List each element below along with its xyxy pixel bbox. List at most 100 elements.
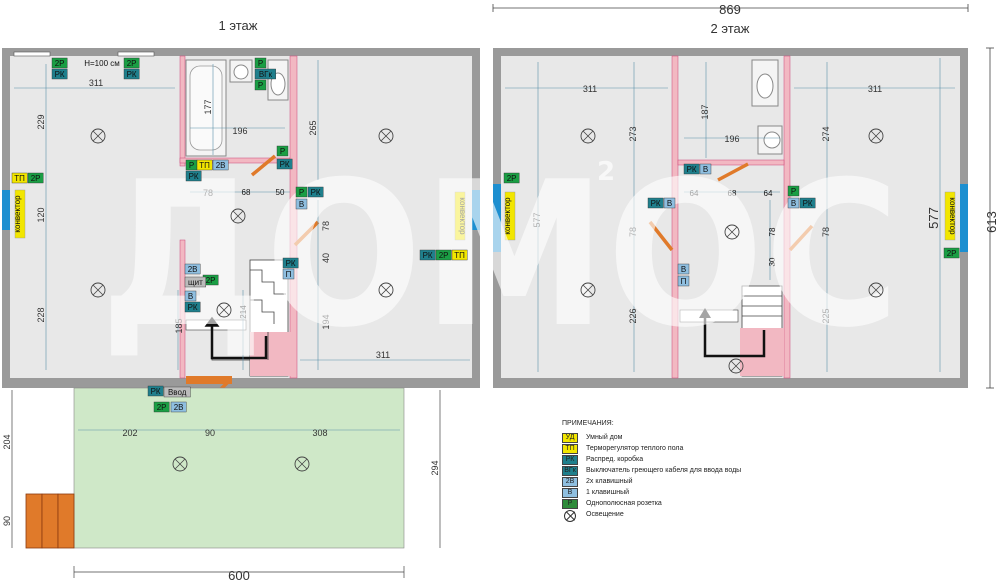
electrical-tag-label: 2Р	[157, 403, 167, 412]
electrical-tag-label: Р	[280, 147, 285, 156]
electrical-tag-label: ВГк	[259, 70, 273, 79]
electrical-tag: РК	[799, 197, 816, 209]
electrical-tag: Р	[254, 57, 267, 69]
electrical-tag: РК	[123, 68, 140, 80]
electrical-tag-label: Р	[299, 188, 304, 197]
dim-f2-68: 68	[728, 189, 737, 198]
dim-f1-311-bot: 311	[376, 350, 390, 360]
electrical-tag-label: РК	[151, 387, 161, 396]
konvektor-label-f1-right: конвектор	[458, 197, 467, 235]
legend-swatch: 2В	[562, 476, 578, 487]
electrical-tag: 2Р	[51, 57, 68, 69]
note-h100: H=100 см	[84, 59, 120, 68]
floor2-plan: конвектор конвектор 311 311 577 273 187 …	[493, 48, 968, 388]
light-fixture-icon	[378, 128, 394, 144]
electrical-tag: РК	[647, 197, 664, 209]
electrical-tag: РК	[276, 158, 293, 170]
dim-f2-78c: 78	[821, 227, 831, 237]
watermark: ДОМОС 2	[100, 139, 900, 372]
light-fixture-icon	[868, 282, 884, 298]
floor1-plan: конвектор конвектор 311 229 120 228 177 …	[2, 48, 480, 412]
dim-total-width: 869	[719, 2, 741, 17]
electrical-tag-label: 2Р	[206, 276, 216, 285]
electrical-tag: Р	[276, 145, 289, 157]
electrical-tag-label: РК	[188, 303, 198, 312]
electrical-tag: Р	[787, 185, 800, 197]
dim-total-height: 613	[984, 211, 999, 233]
electrical-tag-label: П	[286, 270, 292, 279]
electrical-tag: 2Р	[503, 172, 520, 184]
dim-f2-64a: 64	[690, 189, 699, 198]
light-fixture-icon	[90, 282, 106, 298]
electrical-tag: ТП	[11, 172, 28, 184]
dim-f1-40: 40	[321, 253, 331, 263]
legend-item: 2В 2х клавишный	[562, 476, 792, 487]
electrical-tag: 2Р	[153, 401, 170, 413]
electrical-tag: РК	[185, 170, 202, 182]
electrical-tag-label: РК	[803, 199, 813, 208]
electrical-tag-label: РК	[127, 70, 137, 79]
floor2-title: 2 этаж	[711, 21, 750, 36]
dim-f1-214: 214	[239, 305, 248, 319]
electrical-tag-label: 2Р	[947, 249, 957, 258]
legend-swatch: Р	[562, 498, 578, 509]
legend-item-text: Терморегулятор теплого пола	[586, 445, 684, 452]
dim-f1-229: 229	[36, 114, 46, 129]
dim-f2-273: 273	[628, 126, 638, 141]
electrical-tag: В	[663, 197, 676, 209]
electrical-tag: П	[282, 268, 295, 280]
electrical-tag: РК	[683, 163, 700, 175]
electrical-tag: В	[787, 197, 800, 209]
electrical-tag-label: РК	[651, 199, 661, 208]
light-fixture-icon	[172, 456, 188, 472]
electrical-tag: 2В	[184, 263, 201, 275]
electrical-tag-label: Ввод	[168, 388, 187, 397]
dim-f1-196: 196	[232, 126, 247, 136]
legend-item-text: 2х клавишный	[586, 478, 633, 485]
electrical-tag: щит	[184, 276, 206, 288]
legend-item-lamp: Освещение	[562, 509, 792, 522]
dim-terrace-90: 90	[205, 428, 215, 438]
electrical-tag-label: В	[299, 200, 304, 209]
electrical-tag-label: Р	[189, 161, 194, 170]
legend-item-text: Распред. коробка	[586, 456, 644, 463]
dim-terrace-90v: 90	[2, 516, 12, 526]
konvektor-label-f2-left: конвектор	[503, 197, 512, 235]
dim-f1-194: 194	[321, 314, 331, 329]
electrical-tag-label: Р	[258, 59, 263, 68]
electrical-tag-label: РК	[423, 251, 433, 260]
electrical-tag-label: Р	[258, 81, 263, 90]
electrical-tag: РК	[282, 257, 299, 269]
electrical-tag-label: 2В	[216, 161, 226, 170]
light-fixture-icon	[230, 208, 246, 224]
electrical-tag: 2Р	[435, 249, 452, 261]
electrical-tag-label: РК	[189, 172, 199, 181]
electrical-tag: РК	[147, 385, 164, 397]
dim-f2-78b: 78	[768, 227, 777, 236]
electrical-tag-label: В	[703, 165, 708, 174]
electrical-tag-label: 2Р	[127, 59, 137, 68]
electrical-tag-label: РК	[311, 188, 321, 197]
legend-item-text: Умный дом	[586, 434, 623, 441]
dim-f2-311-right: 311	[868, 84, 882, 94]
electrical-tag-label: 2Р	[55, 59, 65, 68]
dim-f1-311-top: 311	[89, 78, 103, 88]
dim-f1-185: 185	[174, 318, 184, 333]
dim-f1-68: 68	[242, 188, 251, 197]
dim-terrace-204: 204	[2, 434, 12, 449]
electrical-tag: ТП	[196, 159, 213, 171]
electrical-tag-label: РК	[687, 165, 697, 174]
dim-f1-78v: 78	[321, 221, 331, 231]
electrical-tag: 2В	[212, 159, 229, 171]
electrical-tag: 2В	[170, 401, 187, 413]
electrical-tag-label: В	[667, 199, 672, 208]
lights-layer	[90, 128, 884, 472]
electrical-tag-label: 2Р	[507, 174, 517, 183]
legend-heading: ПРИМЕЧАНИЯ:	[562, 420, 614, 427]
